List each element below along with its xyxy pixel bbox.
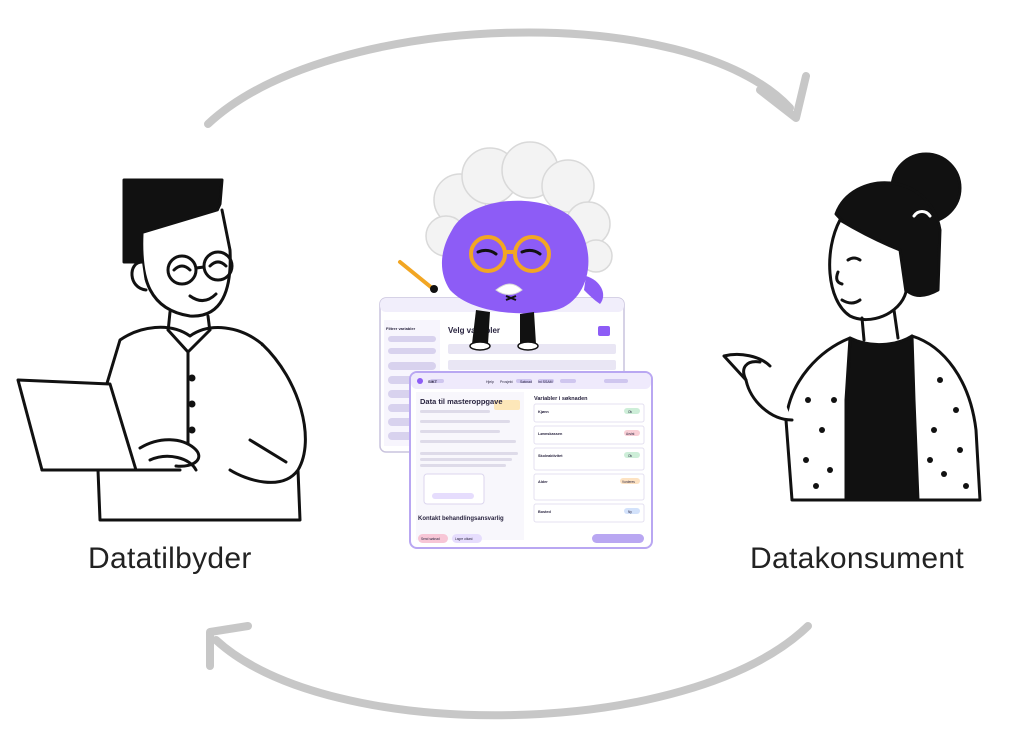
nav-item-ssam: Ini SSAM [538, 380, 553, 384]
status-badge: Ok [628, 410, 632, 414]
nav-item-project: Prosjekt [500, 380, 513, 384]
section-heading: Kontakt behandlingsansvarlig [418, 516, 504, 522]
draft-button-label: Lagre utkast [455, 537, 473, 541]
provider-illustration [16, 178, 307, 522]
send-button-label: Send søknad [421, 537, 440, 541]
cycle-arrow-top-icon [204, 28, 810, 128]
provider-label: Datatilbyder [88, 542, 252, 575]
filter-heading: Filtrer variabler [386, 326, 416, 331]
front-window [409, 371, 653, 549]
front-window-title: Data til masteroppgave [420, 397, 503, 406]
status-badge: Avvist [626, 432, 635, 436]
mascot-illustration [398, 141, 613, 351]
status-badge: Ny [628, 510, 632, 514]
cycle-arrow-bottom-icon [206, 622, 812, 720]
variable-item: Alder [538, 480, 548, 484]
status-badge: Ok [628, 454, 632, 458]
variable-item: Kjønn [538, 410, 549, 414]
status-badge: Vurderes [622, 480, 635, 484]
nav-item-help: Hjelp [486, 380, 494, 384]
nav-item-application: Søknad [520, 380, 532, 384]
variable-item: Skoleaktivitet [538, 454, 563, 458]
variable-item: Lønnskassen [538, 432, 563, 436]
variable-item: Bosted [538, 510, 552, 514]
consumer-label: Datakonsument [750, 542, 965, 575]
brand-label: SIKT [428, 379, 438, 384]
consumer-illustration [722, 152, 982, 502]
status-badges [620, 408, 640, 514]
right-heading: Variabler i søknaden [534, 396, 588, 402]
